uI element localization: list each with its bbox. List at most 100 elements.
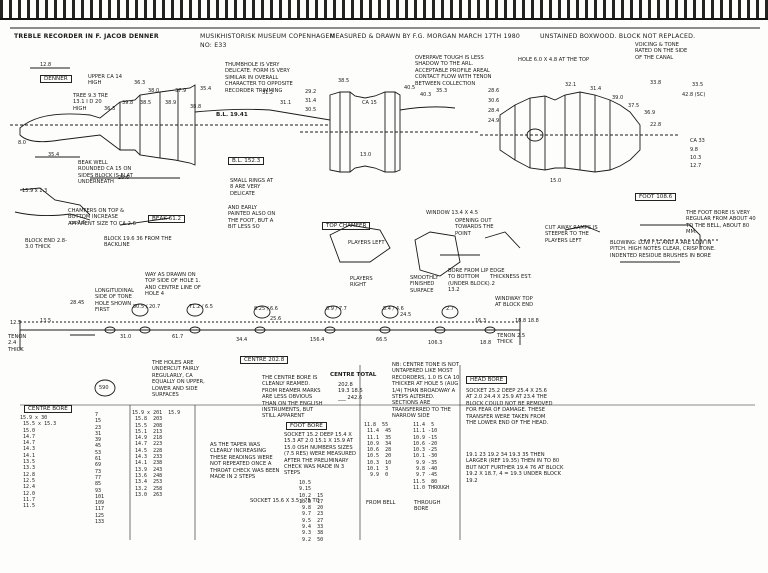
dim: 40.3: [420, 92, 432, 98]
dim: 29.2: [305, 89, 317, 95]
head-bl-label: B.L. 19.41: [216, 112, 248, 118]
hole-label: 590: [99, 385, 109, 391]
hole-label: 8.25 / 6.6: [254, 306, 278, 312]
drawing-title: TREBLE RECORDER IN F. JACOB DENNER: [14, 33, 159, 40]
hole-marker: [189, 326, 201, 334]
foot-tenon-line: [640, 224, 701, 250]
dim: 38.5: [140, 100, 152, 106]
dim: 25.6: [270, 316, 282, 322]
hole-label: 5.4 / 4.6: [383, 306, 404, 312]
dim: 37.5: [628, 103, 640, 109]
centre-tone-note: NB: CENTRE TONE IS NOT UNTAPERED LIKE MO…: [392, 362, 460, 420]
centre-bore-col2: 7 15 23 31 39 45 53 61 69 73 77 85 93 10…: [95, 412, 105, 526]
dim: ca 2.6: [70, 220, 86, 226]
hole-marker: [434, 326, 446, 334]
chamfer-line: [119, 217, 171, 226]
dim: 156.4: [310, 337, 325, 343]
upper-ca-note: UPPER CA 14 HIGH: [88, 74, 123, 87]
hole-drawing-large: [94, 379, 116, 397]
hole-drawing: [441, 305, 459, 319]
dim: 28.4: [488, 108, 500, 114]
centre-total-col: 11.8 55 11.4 45 11.1 35 10.9 34 10.6 28 …: [364, 422, 392, 479]
dim: 33.8: [650, 80, 662, 86]
dim: 24.9: [488, 118, 500, 124]
through-bore: THROUGH BORE: [414, 500, 441, 513]
thumbhole-note: THUMBHOLE IS VERY DELICATE. FORM IS VERY…: [225, 62, 293, 94]
dim: 35.4: [200, 86, 212, 92]
maker-stamp: DENNER: [40, 75, 72, 83]
edge-note: EDGE THICKNESS EST. .2: [490, 268, 532, 287]
dim: 31.4: [590, 86, 602, 92]
voicing-note: VOICING & TONE RATED ON THE SIDE OF THE …: [635, 42, 688, 61]
dim: 37.9: [175, 88, 187, 94]
centre-bore-col3: 15.9 x 201 15.9 15.8 203 15.5 208 15.1 2…: [132, 410, 181, 498]
foot-bore-table-label: FOOT BORE: [286, 422, 327, 430]
players-left-note: PLAYERS LEFT: [348, 240, 385, 246]
top-chamfer-label: TOP CHAMFER: [322, 222, 371, 230]
hole-label: 6.9 / 7.7: [326, 306, 347, 312]
socket-foot: SOCKET 15.6 x 3.5 / 75 TO: [250, 498, 320, 504]
block-end-note: BLOCK END 2.8-3.0 THICK: [25, 238, 67, 251]
dim: 31.4: [305, 98, 317, 104]
head-bore-text: SOCKET 25.2 DEEP 25.4 x 25.6 AT 2.0 24.4…: [466, 388, 553, 427]
dim: 38.5: [338, 78, 350, 84]
hole-marker: [379, 326, 391, 334]
ramp-sketch: [564, 225, 601, 233]
blowing-note: BLOWING: LOW F,G AND A ARE LOW IN PITCH.…: [610, 240, 716, 259]
dim: 30.5: [305, 107, 317, 113]
dim: 24.5: [400, 312, 412, 318]
longitudinal-note: LONGITUDINAL SIDE OF TONE HOLE SHOWN FIR…: [95, 288, 135, 314]
bell-hole: [526, 128, 544, 142]
centre-label: CENTRE 202.8: [240, 356, 289, 364]
dim: 33.5: [692, 82, 704, 88]
dim: 38.0: [148, 88, 160, 94]
hole-drawing: [324, 305, 342, 319]
dim: 36.9: [644, 110, 656, 116]
dim: 38.9: [165, 100, 177, 106]
hole-label: 50.5 / 20.7: [133, 304, 161, 310]
dim: 10.3: [690, 155, 702, 161]
catalog-number: NO: E33: [200, 42, 227, 49]
dim: 18.8: [480, 340, 492, 346]
dim: 32.1: [565, 82, 577, 88]
early-note: AND EARLY PAINTED ALSO ON THE FOOT, BUT …: [228, 205, 276, 231]
hole-label: 71.2 / 6.5: [189, 304, 213, 310]
dim: 13.5: [40, 318, 52, 324]
binding-edge: [0, 18, 768, 20]
dim: 38.8: [190, 104, 202, 110]
dim: 12.8: [40, 62, 52, 68]
window-outline-2: [414, 231, 461, 277]
museum-name: MUSIKHISTORISK MUSEUM COPENHAGEN: [200, 33, 335, 40]
dim: 28.45: [70, 300, 85, 306]
dim: 36.3: [134, 80, 146, 86]
head-bore-extra: 19.1 23 19.2 34 19.3 35 THEN LARGER (REF…: [466, 452, 564, 484]
smooth-note: SMOOTHLY FINISHED SURFACE: [410, 275, 439, 294]
centre-bore-table-label: CENTRE BORE: [24, 405, 72, 413]
dim: 66.5: [376, 337, 388, 343]
centre-bore-line: [399, 106, 456, 111]
centre-bore-col1: 15.9 x 30 15.5 x 15.3 15.0 14.7 14.7 14.…: [20, 415, 57, 510]
hole-drawing: [253, 305, 271, 319]
dim: CA 33: [690, 138, 705, 144]
chamfers-note: CHAMFERS ON TOP & BOTTOM INCREASE APPARE…: [68, 208, 136, 227]
dim: 28.6: [488, 88, 500, 94]
dim: 39.8: [122, 100, 134, 106]
dim: 12.5: [10, 320, 22, 326]
head-total-col: 11.4 5 11.1 -10 10.9 -15 10.6 -20 10.3 -…: [413, 422, 450, 491]
dim: 18.8 18.8: [515, 318, 539, 324]
block-profile: [14, 211, 91, 221]
dim: 15.0: [550, 178, 562, 184]
dim: CA 15: [362, 100, 377, 106]
dim: 106.3: [428, 340, 443, 346]
edge-sketch: [484, 231, 521, 249]
head-total: 202.8 19.3 18.5 ___ 242.6: [338, 382, 363, 401]
dim: 28.6: [118, 175, 130, 181]
foot-bore-note: THE FOOT BORE IS VERY REGULAR FROM ABOUT…: [686, 210, 756, 236]
windway-note: WINDWAY TOP AT BLOCK END: [495, 296, 534, 309]
centre-total-label: CENTRE TOTAL: [330, 372, 377, 378]
bore-from-note: BORE FROM LIP TO BOTTOM (UNDER BLOCK) 13…: [448, 268, 490, 294]
overview-note: OVERPAVE TOUGH IS LESS SHADOW TO THE ARL…: [415, 55, 492, 87]
beak-outline: [19, 187, 91, 216]
